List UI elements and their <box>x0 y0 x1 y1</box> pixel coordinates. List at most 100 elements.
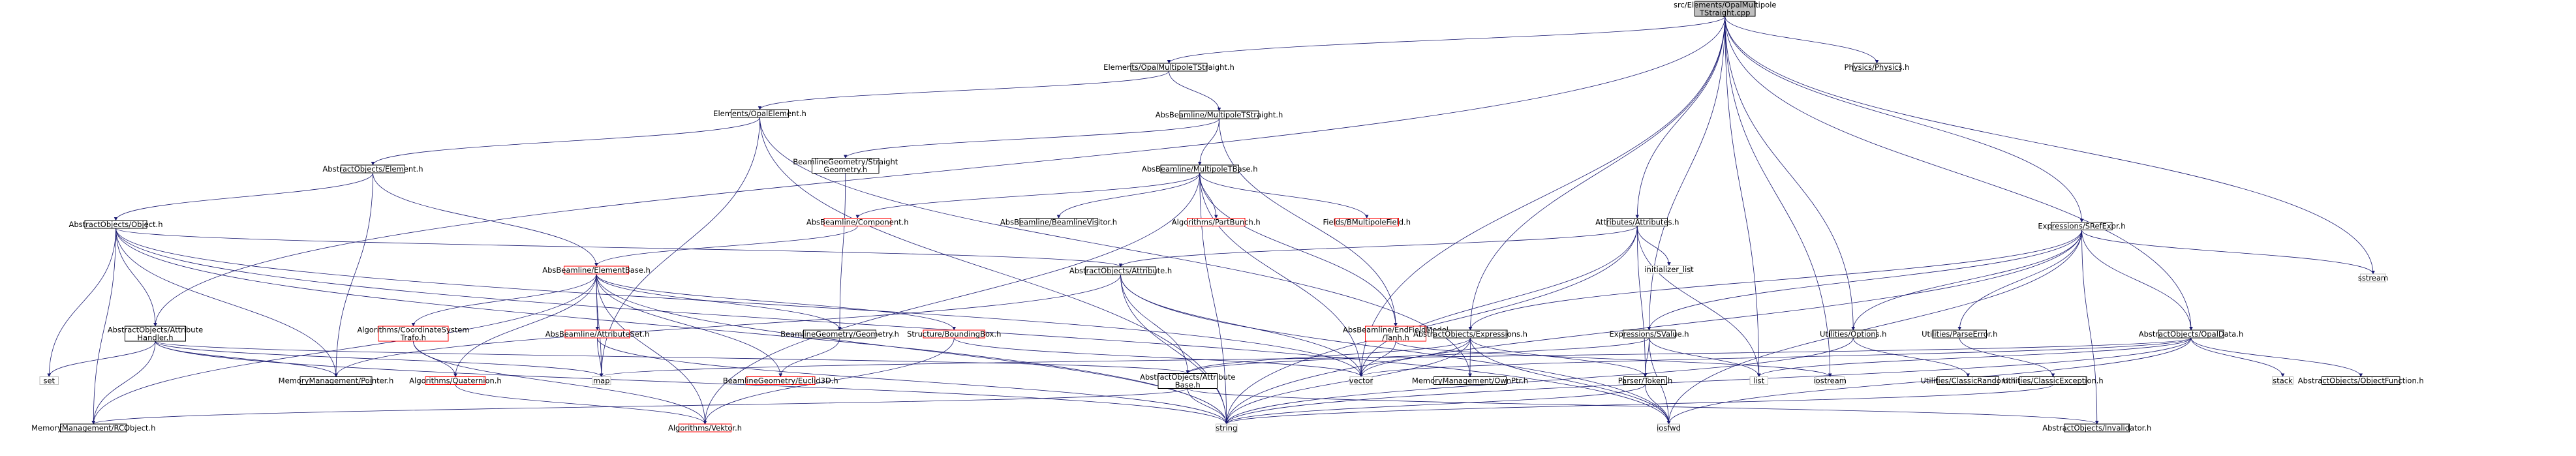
edge-sfexpr_h-to-ao_expressions_h <box>1468 230 2082 331</box>
node-box <box>2158 329 2224 339</box>
node-box <box>1606 218 1668 226</box>
node-label: MemoryManagement/Pointer.h <box>279 376 394 386</box>
edge-mtbase_h-to-vector <box>1199 172 1363 378</box>
node-label: Fields/BMultipoleField.h <box>1323 218 1411 227</box>
node-label: TStraight.cpp <box>1699 8 1750 18</box>
edge-ao_object_h-to-mm_rcobject_h <box>91 228 116 425</box>
edge-attributes_h-to-ao_attribute_h <box>1118 226 1638 267</box>
edge-absbl_mts_h-to-mtbase_h <box>1197 118 1219 166</box>
node-absbl-mts-h[interactable]: AbsBeamline/MultipoleTStraight.h <box>1156 110 1283 119</box>
node-bg-geometry-h[interactable]: BeamlineGeometry/Geometry.h <box>780 329 899 339</box>
node-ao-invalidator-h[interactable]: AbstractObjects/Invalidator.h <box>2042 423 2151 433</box>
edge-ao_opaldata_h-to-map <box>600 337 2192 378</box>
node-util-classicexc-h[interactable]: Utilities/ClassicException.h <box>2002 376 2103 386</box>
node-attributes-h[interactable]: Attributes/Attributes.h <box>1595 218 1679 227</box>
node-component-h[interactable]: AbsBeamline/Component.h <box>806 218 909 227</box>
edge-ao_element_h-to-elementbase_h <box>373 172 598 267</box>
node-partbunch-h[interactable]: Algorithms/PartBunch.h <box>1172 218 1261 227</box>
node-label: initializer_list <box>1644 265 1694 274</box>
edge-ao_attrhandler_h-to-ao_attrbase_h <box>155 341 1189 374</box>
edge-sfexpr_h-to-util_options_h <box>1851 230 2082 331</box>
node-elementbase-h[interactable]: AbsBeamline/ElementBase.h <box>542 266 651 275</box>
node-mm-rcobject-h[interactable]: MemoryManagement/RCObject.h <box>31 423 155 433</box>
node-sfexpr-h[interactable]: Expressions/SRefExpr.h <box>2038 222 2125 231</box>
node-label: Utilities/ClassicException.h <box>2002 376 2103 386</box>
edge-ao_opaldata_h-to-stack <box>2190 337 2285 378</box>
node-mtbase-h[interactable]: AbsBeamline/MultipoleTBase.h <box>1142 164 1258 174</box>
edge-ao_object_h-to-ao_attribute_h <box>115 228 1123 267</box>
node-label: Utilities/ParseError.h <box>1922 329 1997 339</box>
node-ao-element-h[interactable]: AbstractObjects/Element.h <box>322 164 423 174</box>
edge-ao_object_h-to-string <box>115 228 1229 425</box>
node-label: sstream <box>2358 273 2388 282</box>
node-sstream: sstream <box>2358 273 2388 282</box>
edge-attrset_h-to-map <box>597 337 604 378</box>
node-ao-attribute-h[interactable]: AbstractObjects/Attribute.h <box>1069 266 1172 275</box>
edge-ao_object_h-to-set <box>47 228 116 378</box>
edge-ao_attrbase_h-to-ao_invalidator_h <box>1187 388 2099 425</box>
node-ao-objfunc-h[interactable]: AbstractObjects/ObjectFunction.h <box>2298 376 2424 386</box>
edge-boundingbox_h-to-vektor_h <box>703 337 955 425</box>
node-box <box>823 218 891 226</box>
node-ao-expressions-h[interactable]: AbstractObjects/Expressions.h <box>1413 329 1527 339</box>
node-opal-mts-h[interactable]: Elements/OpalMultipoleTStraight.h <box>1103 63 1234 72</box>
edge-root-to-attributes_h <box>1635 16 1726 219</box>
node-util-options-h[interactable]: Utilities/Options.h <box>1820 329 1886 339</box>
node-iostream: iostream <box>1813 376 1847 386</box>
node-blvisitor-h[interactable]: AbsBeamline/BeamlineVisitor.h <box>1000 218 1117 227</box>
node-label: BeamlineGeometry/Straight <box>793 157 898 166</box>
node-ao-opaldata-h[interactable]: AbstractObjects/OpalData.h <box>2139 329 2244 339</box>
edge-ao_opaldata_h-to-list <box>1757 337 2192 378</box>
edge-elementbase_h-to-quaternion_h <box>453 273 597 378</box>
edge-root-to-expr_svalue_h <box>1647 16 1726 331</box>
edge-attributes_h-to-initlist <box>1636 226 1671 266</box>
node-label: AbstractObjects/Expressions.h <box>1413 329 1527 339</box>
edge-ao_expressions_h-to-parser_token_h <box>1470 337 1648 378</box>
node-label: map <box>593 376 610 386</box>
node-label: AbsBeamline/MultipoleTBase.h <box>1142 164 1258 174</box>
edge-parser_token_h-to-iosfwd <box>1645 384 1671 425</box>
node-opal-element-h[interactable]: Elements/OpalElement.h <box>713 109 806 118</box>
node-endfield-h[interactable]: AbsBeamline/EndFieldModel/Tanh.h <box>1343 326 1449 342</box>
edge-elementbase_h-to-boundingbox_h <box>596 273 956 331</box>
node-attrset-h[interactable]: AbsBeamline/AttributeSet.h <box>545 329 650 339</box>
dependency-edges <box>47 16 2375 425</box>
node-parser-token-h[interactable]: Parser/Token.h <box>1618 376 1673 386</box>
edge-sfexpr_h-to-iosfwd <box>1666 230 2082 425</box>
node-box <box>1434 376 1507 385</box>
edge-attrset_h-to-string <box>597 337 1229 425</box>
node-label: Attributes/Attributes.h <box>1595 218 1679 227</box>
node-box <box>1158 373 1218 389</box>
edge-ao_element_h-to-ao_object_h <box>114 172 373 221</box>
node-bmf-h[interactable]: Fields/BMultipoleField.h <box>1323 218 1411 227</box>
node-physics-h[interactable]: Physics/Physics.h <box>1845 63 1910 72</box>
node-label: Trafo.h <box>400 333 426 342</box>
node-set: set <box>39 376 59 386</box>
edge-ao_element_h-to-mm_pointer_h <box>334 172 373 378</box>
edge-elementbase_h-to-bg_geometry_h <box>596 273 842 331</box>
node-box <box>1365 326 1426 342</box>
node-vektor-h[interactable]: Algorithms/Vektor.h <box>668 423 742 433</box>
node-box <box>125 326 186 342</box>
node-ao-object-h[interactable]: AbstractObjects/Object.h <box>69 220 163 229</box>
node-mm-ownptr-h[interactable]: MemoryManagement/OwnPtr.h <box>1412 376 1528 386</box>
node-util-parseerror-h[interactable]: Utilities/ParseError.h <box>1922 329 1997 339</box>
node-quaternion-h[interactable]: Algorithms/Quaternion.h <box>409 376 501 386</box>
edge-alg_coordsys_h-to-vektor_h <box>413 341 707 425</box>
node-boundingbox-h[interactable]: Structure/BoundingBox.h <box>907 329 1001 339</box>
node-util-classicrandom-h[interactable]: Utilities/ClassicRandom.h <box>1921 376 2016 386</box>
edge-root-to-sstream <box>1725 16 2375 275</box>
node-label: Algorithms/PartBunch.h <box>1172 218 1261 227</box>
edge-endfield_h-to-vector <box>1359 341 1396 378</box>
node-box <box>60 423 127 433</box>
node-euclid3d-h[interactable]: BeamlineGeometry/Euclid3D.h <box>723 376 838 386</box>
edge-ao_attrhandler_h-to-map <box>155 341 604 378</box>
node-mm-pointer-h[interactable]: MemoryManagement/Pointer.h <box>279 376 394 386</box>
edge-mtbase_h-to-component_h <box>855 172 1201 219</box>
edge-root-to-vector <box>1359 16 1726 378</box>
node-expr-svalue-h[interactable]: Expressions/SValue.h <box>1609 329 1689 339</box>
